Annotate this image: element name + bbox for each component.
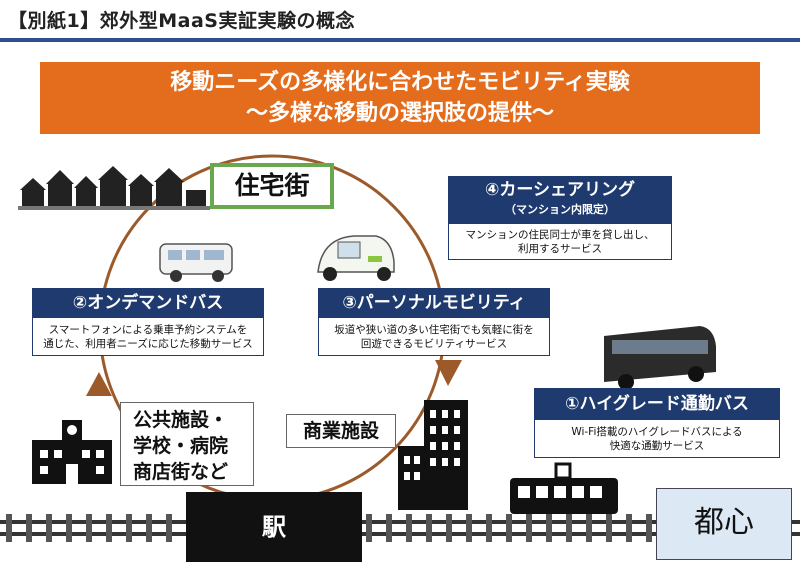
hub-city-center: 都心: [656, 488, 792, 560]
service-carshare-desc-line-1: マンションの住民同士が車を貸し出し、: [465, 229, 655, 241]
cycle-arrow-up-icon: [86, 372, 112, 396]
houses-skyline-icon: [18, 166, 210, 210]
service-personal-mobility-desc-line-1: 坂道や狭い道の多い住宅街でも気軽に街を: [334, 324, 534, 336]
minibus-icon: [159, 243, 233, 282]
service-carshare-subtitle: （マンション内限定）: [505, 203, 615, 216]
public-facilities-line-2: 学校・病院: [133, 435, 229, 457]
service-ondemand-description: スマートフォンによる乗車予約システムを 通じた、利用者ニーズに応じた移動サービス: [32, 318, 264, 356]
cycle-arrow-down-icon: [435, 360, 462, 386]
train-icon: [510, 462, 618, 514]
service-highgrade-bus-desc-line-2: 快適な通勤サービス: [609, 440, 705, 452]
banner-line-1: 移動ニーズの多様化に合わせたモビリティ実験: [170, 70, 630, 95]
service-personal-mobility-desc-line-2: 回遊できるモビリティサービス: [360, 338, 508, 350]
service-carshare-title: ④カーシェアリング: [484, 180, 636, 200]
service-carshare-desc-line-2: 利用するサービス: [518, 243, 602, 255]
title-divider: [0, 38, 800, 42]
coach-bus-icon: [604, 326, 716, 390]
service-ondemand-desc-line-2: 通じた、利用者ニーズに応じた移動サービス: [43, 338, 253, 350]
headline-banner: 移動ニーズの多様化に合わせたモビリティ実験 ～多様な移動の選択肢の提供～: [40, 62, 760, 134]
public-building-icon: [32, 420, 112, 484]
service-carshare-header: ④カーシェアリング （マンション内限定）: [448, 176, 672, 224]
service-highgrade-bus-description: Wi-Fi搭載のハイグレードバスによる 快適な通勤サービス: [534, 420, 780, 458]
hub-public-facilities: 公共施設・ 学校・病院 商店街など: [120, 402, 254, 486]
hub-station: 駅: [186, 492, 362, 562]
service-personal-mobility-title: ③パーソナルモビリティ: [318, 288, 550, 318]
service-personal-mobility-description: 坂道や狭い道の多い住宅街でも気軽に街を 回遊できるモビリティサービス: [318, 318, 550, 356]
hub-residential: 住宅街: [210, 163, 334, 209]
service-carshare-description: マンションの住民同士が車を貸し出し、 利用するサービス: [448, 224, 672, 260]
service-highgrade-bus-title: ①ハイグレード通勤バス: [534, 388, 780, 420]
personal-mobility-vehicle-icon: [317, 235, 395, 281]
service-highgrade-bus-desc-line-1: Wi-Fi搭載のハイグレードバスによる: [571, 426, 743, 438]
service-ondemand-title: ②オンデマンドバス: [32, 288, 264, 318]
service-ondemand-desc-line-1: スマートフォンによる乗車予約システムを: [48, 324, 248, 336]
hub-commercial: 商業施設: [286, 414, 396, 448]
office-buildings-icon: [398, 400, 468, 510]
banner-line-2: ～多様な移動の選択肢の提供～: [245, 101, 554, 126]
public-facilities-line-3: 商店街など: [133, 461, 229, 483]
public-facilities-line-1: 公共施設・: [133, 409, 229, 431]
page-title: 【別紙1】郊外型MaaS実証実験の概念: [8, 10, 355, 32]
